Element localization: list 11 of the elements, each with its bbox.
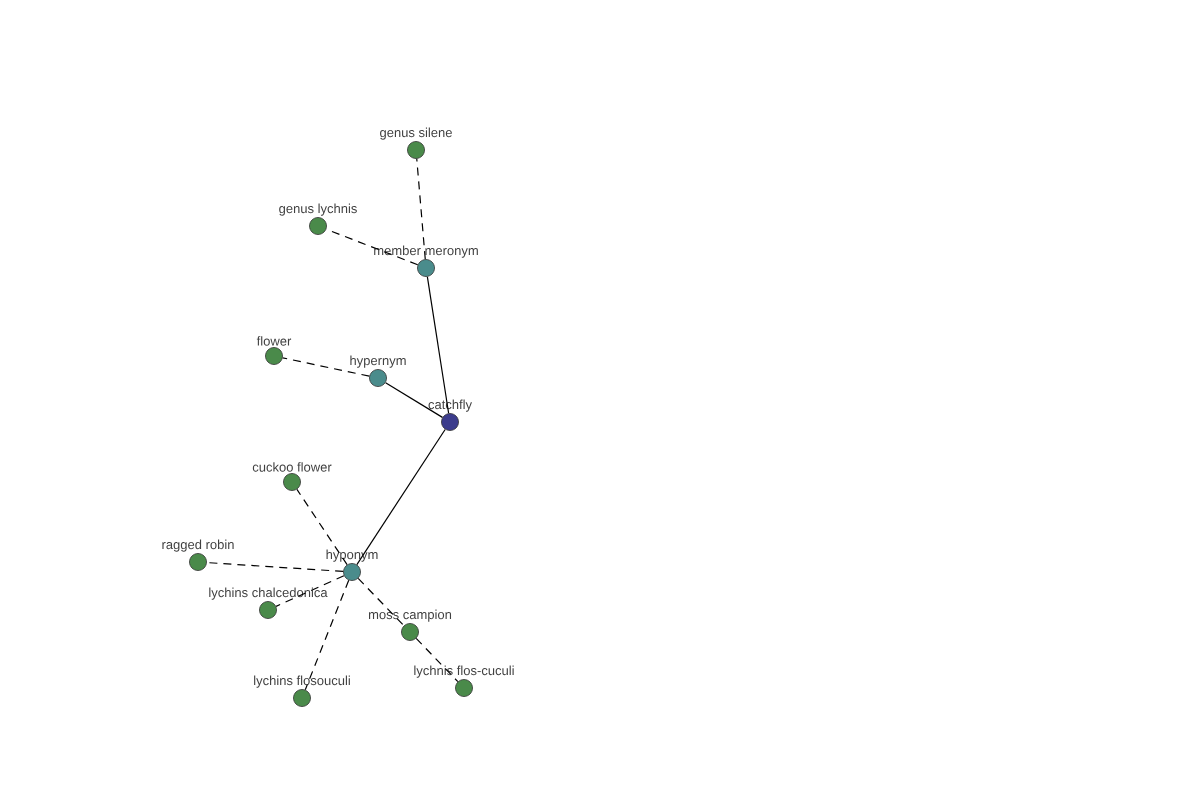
connector-line [426,276,450,414]
connector-line [385,382,443,418]
connector-line [356,428,446,566]
connector-line [275,575,345,607]
connector-line [206,562,344,573]
connector-line [282,357,370,377]
connector-line [296,488,348,566]
connector-line [325,228,419,266]
connector-line [357,577,405,627]
connector-line [416,158,426,260]
connector-line [304,579,350,691]
